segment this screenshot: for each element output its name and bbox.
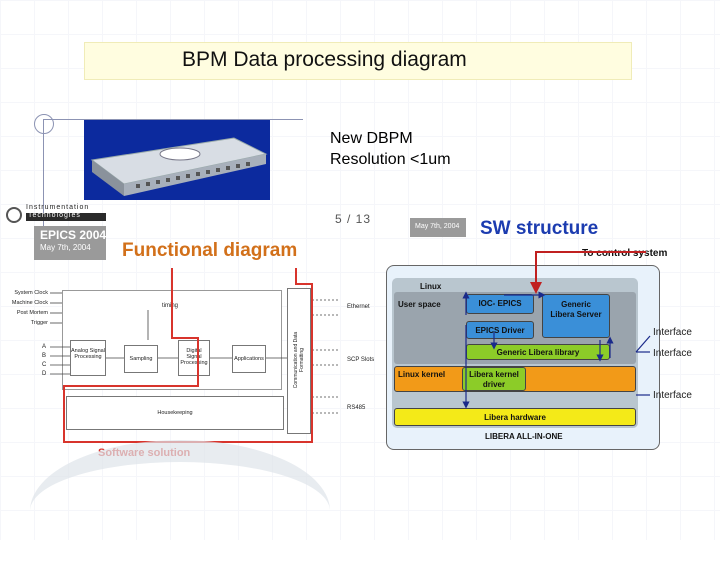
timing-label: timing: [162, 303, 179, 309]
block-housekeeping: [66, 396, 284, 430]
right-label-scp-slots: SCP Slots: [347, 357, 375, 363]
channel-a: A: [42, 344, 47, 350]
block-housekeeping-label: Housekeeping: [157, 410, 193, 416]
gear-logo-icon: [6, 207, 22, 223]
label-system-clock: System Clock: [14, 290, 48, 296]
to-control-system-label: To control system: [582, 248, 668, 259]
title-banner: [84, 42, 632, 80]
decor-arc: [30, 440, 330, 582]
generic-library-label: Generic Libera library: [496, 348, 580, 357]
decor-horizontal-line: [43, 119, 303, 120]
label-post-mortem: Post Mortem: [16, 310, 48, 316]
device-description: New DBPM Resolution <1um: [330, 128, 451, 170]
right-label-rs485: RS485: [347, 405, 366, 411]
sw-date: May 7th, 2004: [415, 223, 460, 230]
interface-label-1: Interface: [653, 327, 692, 338]
epics-badge: [34, 226, 106, 260]
decor-vertical-line: [43, 119, 44, 239]
generic-server-label: Generic Libera Server: [550, 300, 602, 319]
channel-b: B: [42, 353, 47, 359]
ioc-epics-label: IOC- EPICS: [478, 299, 522, 308]
libera-all-in-one-label: LIBERA ALL-IN-ONE: [485, 432, 563, 441]
interface-label-2: Interface: [653, 348, 692, 359]
libera-hardware-box: [394, 408, 636, 426]
libera-hardware-label: Libera hardware: [484, 413, 546, 422]
block-sampling-label: Sampling: [129, 356, 153, 362]
sw-structure-title: SW structure: [480, 218, 599, 239]
epics-driver-label: EPICS Driver: [475, 326, 525, 335]
block-sampling: [124, 345, 158, 373]
sw-arrows: [462, 251, 651, 409]
block-digital-label: Digital Signal Processing: [180, 348, 208, 366]
dbpm-device-illustration: [90, 137, 268, 196]
generic-server-box: [542, 294, 610, 338]
software-solution-outline: [63, 268, 313, 443]
logo-band: [26, 213, 106, 221]
description-line-1: New DBPM: [330, 130, 413, 147]
user-space-label: User space: [398, 300, 441, 309]
label-machine-clock: Machine Clock: [11, 300, 48, 306]
block-analog-label: Analog Signal Processing: [71, 348, 105, 360]
logo-text-1: Instrumentation: [26, 204, 90, 211]
block-communication: [287, 288, 311, 434]
libera-kernel-driver-label: Libera kernel driver: [469, 370, 519, 389]
sw-date-badge: [410, 218, 466, 237]
channel-d: D: [42, 371, 47, 377]
linux-kernel-label: Linux kernel: [398, 370, 446, 379]
block-digital: [178, 340, 210, 376]
block-analog: [70, 340, 106, 376]
libera-kernel-driver-box: [462, 367, 526, 391]
block-applications: [232, 345, 266, 373]
epics-date: May 7th, 2004: [40, 243, 91, 252]
logo-text-2: Technologies: [28, 212, 81, 219]
linux-label: Linux: [420, 282, 442, 291]
dbpm-device-photo: [84, 120, 270, 200]
description-line-2: Resolution <1um: [330, 151, 451, 168]
functional-connectors: [50, 292, 340, 414]
label-trigger: Trigger: [30, 320, 48, 326]
channel-c: C: [42, 362, 47, 368]
decor-circle: [34, 114, 54, 134]
functional-diagram-title: Functional diagram: [122, 240, 298, 261]
epics-title: EPICS 2004: [40, 228, 107, 242]
slide-number: 5 / 13: [335, 212, 372, 226]
right-label-ethernet: Ethernet: [347, 304, 370, 310]
interface-label-3: Interface: [653, 390, 692, 401]
slide-title: BPM Data processing diagram: [182, 48, 467, 71]
block-applications-label: Applications: [234, 356, 264, 362]
